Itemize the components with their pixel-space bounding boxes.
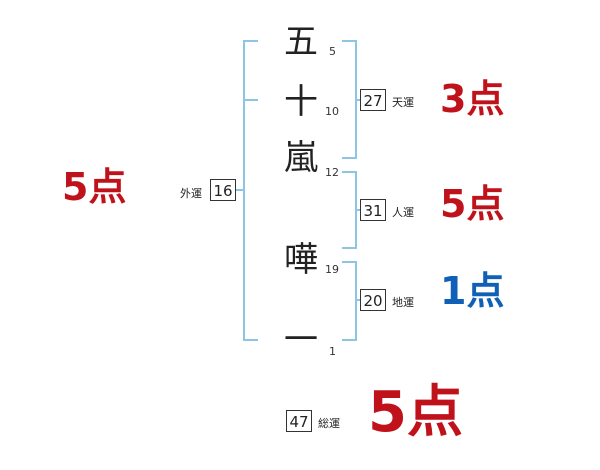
gaikaku-value: 16	[210, 179, 236, 201]
stroke-count-5: 1	[329, 345, 336, 358]
tenkaku-score: 3点	[440, 77, 505, 121]
tenkaku-value: 27	[360, 89, 386, 111]
chikaku-score: 1点	[440, 269, 505, 313]
stroke-count-2: 10	[325, 105, 339, 118]
name-char-1: 五	[284, 22, 318, 62]
name-char-2: 十	[284, 82, 318, 122]
chikaku-bracket	[342, 261, 357, 341]
gaikaku-label: 外運	[180, 187, 202, 200]
stroke-count-1: 5	[329, 45, 336, 58]
jinkaku-bracket	[342, 171, 357, 249]
name-char-4: 嘩	[284, 240, 318, 280]
name-char-5: 一	[284, 320, 318, 360]
chikaku-value: 20	[360, 289, 386, 311]
gaikaku-score: 5点	[62, 165, 127, 209]
soukaku-score: 5点	[368, 380, 463, 445]
soukaku-label: 総運	[318, 417, 340, 430]
stroke-count-4: 19	[325, 263, 339, 276]
jinkaku-score: 5点	[440, 182, 505, 226]
outer-bracket	[243, 40, 258, 341]
jinkaku-label: 人運	[392, 206, 414, 219]
name-char-3: 嵐	[284, 138, 318, 178]
stroke-count-3: 12	[325, 166, 339, 179]
tenkaku-label: 天運	[392, 96, 414, 109]
tenkaku-bracket	[342, 40, 357, 159]
chikaku-label: 地運	[392, 296, 414, 309]
soukaku-value: 47	[286, 410, 312, 432]
jinkaku-value: 31	[360, 199, 386, 221]
